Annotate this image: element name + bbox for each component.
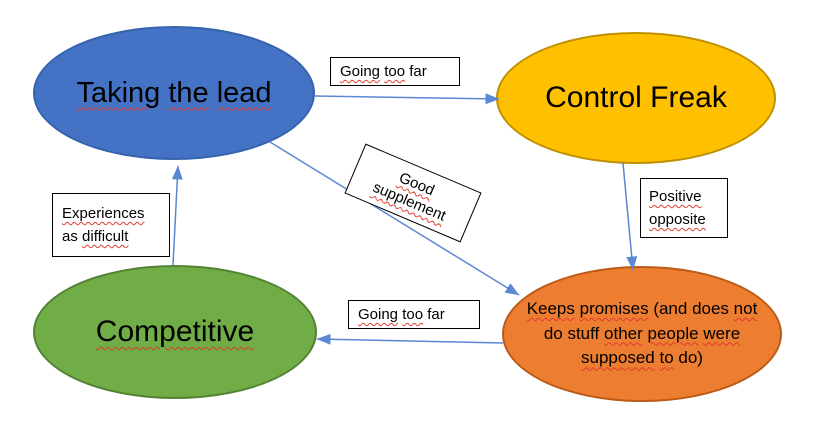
node-taking-the-lead: Taking the lead: [33, 26, 315, 160]
node-keeps-promises: Keeps promises (and does not do stuff ot…: [502, 266, 782, 402]
label-experiences-as-difficult: Experiences as difficult: [52, 193, 170, 257]
node-competitive-label: Competitive: [95, 315, 255, 348]
arrow-control-to-keeps: [622, 162, 638, 271]
node-control-freak: Control Freak: [496, 32, 776, 164]
node-control-freak-label: Control Freak: [545, 81, 727, 114]
node-competitive: Competitive: [33, 265, 317, 399]
arrow-competitive-to-taking: [171, 165, 183, 266]
label-experiences-as-difficult-text: Experiences as difficult: [62, 204, 145, 245]
node-taking-the-lead-label: Taking the lead: [76, 76, 272, 109]
label-going-too-far-top-text: Going too far: [340, 62, 427, 80]
label-positive-opposite-text: Positive opposite: [649, 187, 706, 228]
label-going-too-far-bottom: Going too far: [348, 300, 480, 329]
node-keeps-promises-label: Keeps promises (and does not do stuff ot…: [526, 299, 758, 368]
label-positive-opposite: Positive opposite: [640, 178, 728, 238]
label-good-supplement: Good supplement: [344, 143, 482, 243]
label-going-too-far-bottom-text: Going too far: [358, 305, 445, 323]
label-going-too-far-top: Going too far: [330, 57, 460, 86]
arrow-taking-to-control: [314, 93, 500, 105]
label-good-supplement-text: Good supplement: [370, 168, 449, 225]
arrow-keeps-to-competitive: [316, 333, 504, 345]
